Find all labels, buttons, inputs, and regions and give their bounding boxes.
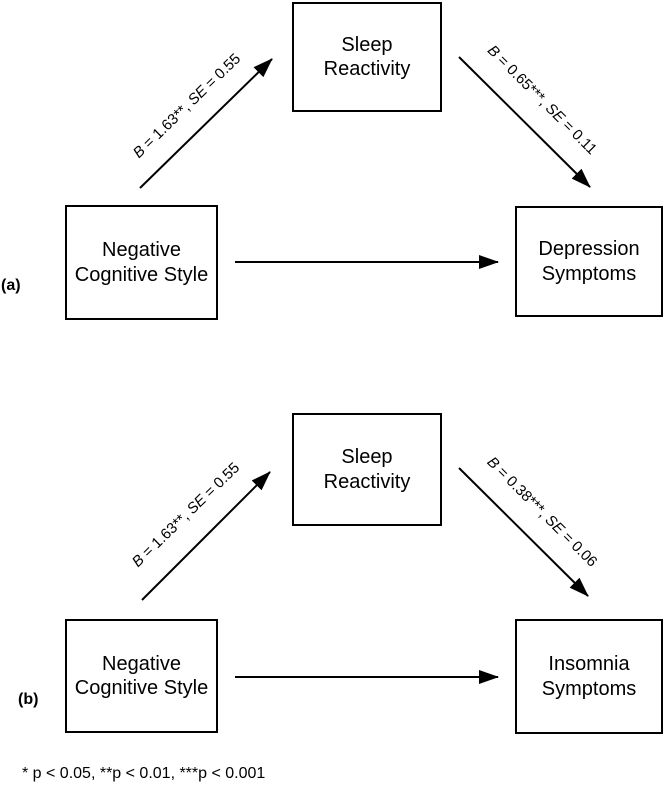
panel-b-outcome-label: Insomnia Symptoms xyxy=(541,653,637,700)
panel-a-outcome-box: Depression Symptoms xyxy=(515,206,663,317)
stat-b-value: = 1.63**, xyxy=(135,505,196,564)
panel-b-predictor-label: Negative Cognitive Style xyxy=(74,652,209,699)
stat-b-value: = 1.63**, xyxy=(136,96,197,155)
stat-se-value: = 0.55 xyxy=(198,459,244,504)
panel-b-predictor-box: Negative Cognitive Style xyxy=(65,619,218,733)
panel-a-outcome-label: Depression Symptoms xyxy=(538,238,640,285)
panel-a-mediator-box: Sleep Reactivity xyxy=(292,2,442,112)
panel-a-predictor-label: Negative Cognitive Style xyxy=(74,239,209,286)
significance-footnote: * p < 0.05, **p < 0.01, ***p < 0.001 xyxy=(22,765,266,782)
panel-a-predictor-box: Negative Cognitive Style xyxy=(65,205,218,320)
stat-b-value: = 0.65***, xyxy=(490,48,555,113)
stat-se-value: = 0.06 xyxy=(555,525,601,571)
stat-b-value: = 0.38***, xyxy=(490,460,554,524)
panel-b-outcome-box: Insomnia Symptoms xyxy=(515,619,663,734)
panel-a-path-a-coefficient: B = 1.63**, SE = 0.55 xyxy=(130,50,244,161)
panel-b-mediator-label: Sleep Reactivity xyxy=(323,446,411,493)
panel-b-mediator-box: Sleep Reactivity xyxy=(292,413,442,526)
panel-b-tag: (b) xyxy=(18,691,39,708)
panel-a-mediator-label: Sleep Reactivity xyxy=(323,33,411,80)
panel-a-tag: (a) xyxy=(1,277,21,294)
stat-se-value: = 0.55 xyxy=(199,50,245,95)
panel-b-path-a-coefficient: B = 1.63**, SE = 0.55 xyxy=(129,459,243,570)
panel-b-path-b-coefficient: B = 0.38***, SE = 0.06 xyxy=(483,453,600,570)
panel-a-path-b-coefficient: B = 0.65***, SE = 0.11 xyxy=(484,42,600,158)
stat-se-value: = 0.11 xyxy=(556,114,601,159)
